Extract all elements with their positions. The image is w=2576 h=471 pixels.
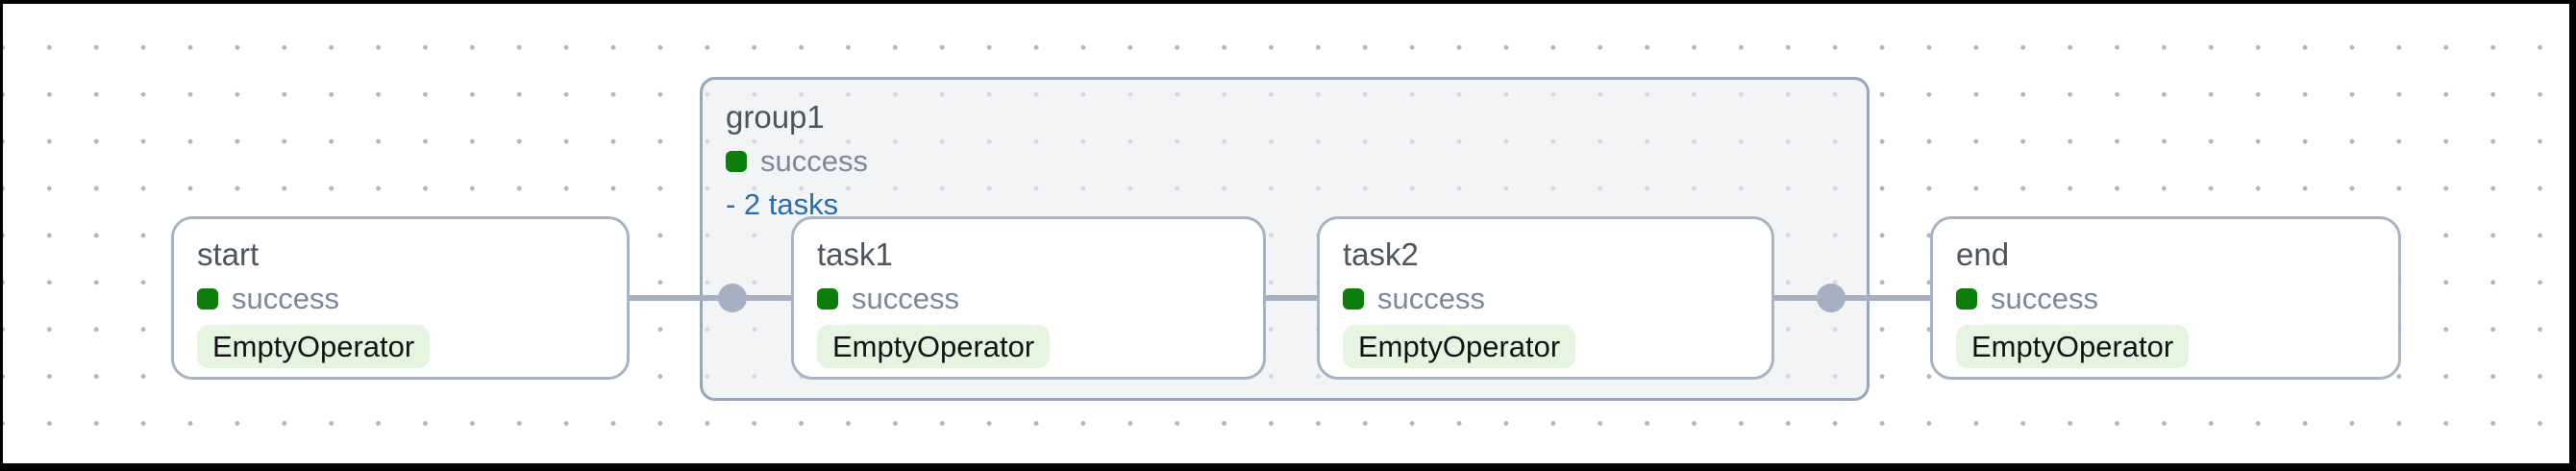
group-header: group1 success - 2 tasks xyxy=(703,80,1867,220)
task-title: task1 xyxy=(817,236,893,272)
task-title: start xyxy=(197,236,260,272)
edge-task1-task2 xyxy=(1264,295,1317,301)
operator-badge: EmptyOperator xyxy=(1956,325,2190,368)
task-status-label: success xyxy=(1377,282,1485,315)
edge-start-task1 xyxy=(628,295,793,301)
operator-badge: EmptyOperator xyxy=(197,325,431,368)
operator-badge: EmptyOperator xyxy=(1343,325,1576,368)
task-status-row: success xyxy=(1956,283,2098,314)
group-collapse-link[interactable]: - 2 tasks xyxy=(726,187,839,221)
task-status-label: success xyxy=(852,282,959,315)
task-title: end xyxy=(1956,236,2010,272)
edge-junction-dot-out xyxy=(1817,284,1845,312)
task-status-label: success xyxy=(232,282,339,315)
edge-junction-dot-in xyxy=(718,284,747,312)
task-node-task2[interactable]: task2 success EmptyOperator xyxy=(1317,216,1774,380)
operator-badge: EmptyOperator xyxy=(817,325,1051,368)
group-status-row: success xyxy=(726,145,868,177)
graph-canvas[interactable]: group1 success - 2 tasks start success E… xyxy=(3,4,2569,463)
task-status-label: success xyxy=(1991,282,2098,315)
success-status-icon xyxy=(1956,287,1977,310)
edge-task2-end xyxy=(1771,295,1930,301)
task-status-row: success xyxy=(197,283,339,314)
task-title: task2 xyxy=(1343,236,1419,272)
task-status-row: success xyxy=(1343,283,1485,314)
success-status-icon xyxy=(1343,287,1364,310)
task-node-task1[interactable]: task1 success EmptyOperator xyxy=(791,216,1266,380)
success-status-icon xyxy=(726,150,747,172)
task-node-end[interactable]: end success EmptyOperator xyxy=(1930,216,2401,380)
task-node-start[interactable]: start success EmptyOperator xyxy=(171,216,630,380)
group-status-label: success xyxy=(760,144,868,178)
success-status-icon xyxy=(197,287,218,310)
success-status-icon xyxy=(817,287,838,310)
group-title: group1 xyxy=(726,99,825,135)
task-status-row: success xyxy=(817,283,959,314)
